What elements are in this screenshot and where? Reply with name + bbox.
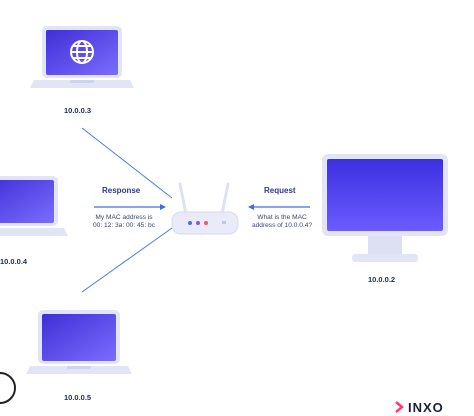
ip-label-desktop: 10.0.0.2 [368,275,396,284]
router-led-purple [196,221,200,225]
response-line-1: My MAC address is [95,214,153,221]
ip-label-top: 10.0.0.3 [64,106,92,115]
globe-icon [70,40,94,64]
brand-logo-mark [395,401,404,413]
request-message: What is the MAC address of 10.0.0.4? [246,214,318,230]
link-bottom-to-router [81,227,173,293]
bottom-laptop [26,310,132,374]
response-line-2: 00: 12: 3a: 00: 45: bc [93,222,155,229]
router-led-red [204,221,208,225]
response-arrow [94,204,166,210]
router [171,182,239,235]
response-heading: Response [102,186,141,195]
request-heading: Request [264,186,296,195]
request-line-2: address of 10.0.0.4? [251,222,313,229]
router-led-blue [188,221,192,225]
request-line-1: What is the MAC [257,214,307,221]
link-top-to-router [81,127,173,199]
ip-label-left: 10.0.0.4 [0,257,28,266]
brand-name: INXO [408,400,444,415]
ip-label-bottom: 10.0.0.5 [64,393,92,402]
desktop-monitor [322,154,448,262]
request-arrow [248,204,310,210]
left-laptop [0,176,68,236]
response-message: My MAC address is 00: 12: 3a: 00: 45: bc [86,214,162,230]
